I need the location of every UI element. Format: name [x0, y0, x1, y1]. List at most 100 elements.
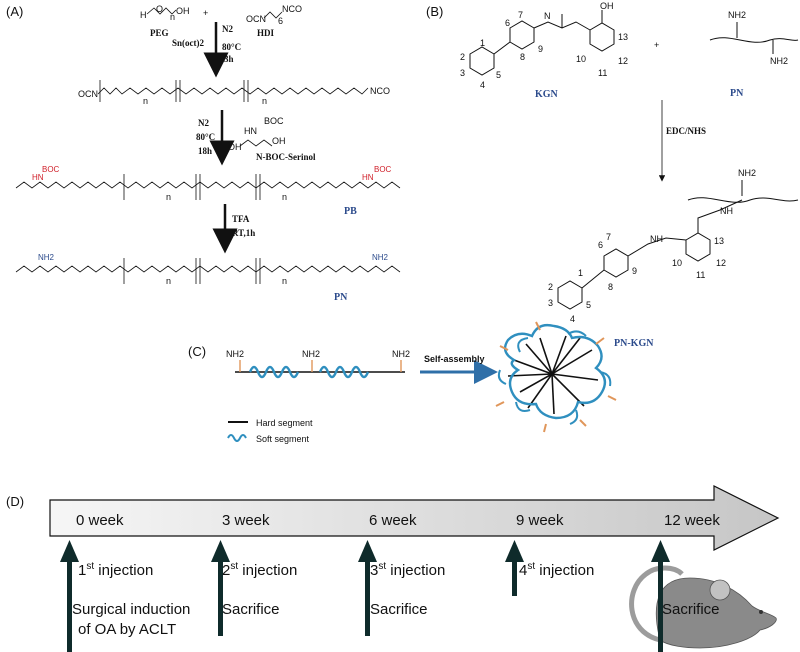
svg-text:HN: HN	[244, 126, 257, 136]
panel-label-b: (B)	[426, 4, 444, 19]
svg-text:OH: OH	[228, 142, 242, 152]
svg-text:8: 8	[608, 282, 613, 292]
svg-text:TFA: TFA	[232, 214, 250, 224]
svg-text:3h: 3h	[224, 54, 234, 64]
injection-label-4: 4st injection	[519, 561, 594, 579]
svg-text:80°C: 80°C	[222, 42, 241, 52]
legend-soft-label: Soft segment	[256, 434, 310, 444]
svg-text:Sn(oct)2: Sn(oct)2	[172, 38, 204, 48]
svg-text:NH2: NH2	[728, 10, 746, 20]
week-3-label: 3 week	[222, 512, 270, 529]
svg-text:1: 1	[578, 268, 583, 278]
panel-a-synthesis: H O OH n PEG + OCN NCO 6 HDI N2 Sn(oct)2…	[15, 4, 401, 303]
injection-label-3: 3st injection	[370, 561, 445, 579]
svg-text:13: 13	[714, 236, 724, 246]
pn-label-b: PN	[730, 88, 744, 99]
pn-kgn-structure: NH2 NH NH PN-KGN	[557, 168, 799, 349]
svg-text:1: 1	[480, 38, 485, 48]
panel-c-assembly: NH2 NH2 NH2 Self-assembly Hard segment S…	[226, 321, 617, 444]
svg-text:5: 5	[586, 300, 591, 310]
svg-text:4: 4	[570, 314, 575, 324]
svg-text:80°C: 80°C	[196, 132, 215, 142]
svg-text:NH2: NH2	[738, 168, 756, 178]
kgn-atom-numbers: 1 2 3 4 5 6 7 8 9 10 11 12 13	[460, 10, 628, 90]
svg-text:n: n	[282, 192, 287, 202]
soft-segment-2	[318, 365, 370, 379]
hdi-structure: OCN NCO 6 HDI	[246, 4, 302, 38]
h-atom: H	[140, 10, 147, 20]
svg-text:2: 2	[548, 282, 553, 292]
svg-text:NH2: NH2	[770, 56, 788, 66]
injection-label-1: 1st injection	[78, 561, 153, 579]
svg-text:NCO: NCO	[282, 4, 302, 14]
svg-text:NH2: NH2	[38, 253, 55, 262]
svg-text:n: n	[143, 96, 148, 106]
svg-text:5: 5	[496, 70, 501, 80]
svg-text:11: 11	[598, 68, 607, 78]
svg-text:NCO: NCO	[370, 86, 390, 96]
legend-hard-label: Hard segment	[256, 418, 313, 428]
svg-text:HN: HN	[362, 173, 374, 182]
prepolymer-structure: OCN NCO n n	[78, 80, 390, 106]
pn-kgn-label: PN-KGN	[614, 338, 654, 349]
svg-text:O: O	[156, 4, 163, 14]
svg-text:RT,1h: RT,1h	[232, 228, 255, 238]
svg-text:OH: OH	[600, 1, 614, 11]
svg-text:12: 12	[716, 258, 726, 268]
boc-serinol-structure: BOC HN OH OH N-BOC-Serinol	[228, 116, 316, 162]
svg-text:6: 6	[598, 240, 603, 250]
pb-structure: BOC HN BOC HN n n PB	[15, 165, 401, 217]
svg-text:n: n	[166, 192, 171, 202]
oh-group: OH	[176, 6, 190, 16]
svg-text:BOC: BOC	[264, 116, 284, 126]
peg-structure: H O OH n PEG	[140, 4, 190, 38]
panel-d-timeline: 0 week 3 week 6 week 9 week 12 week 1st …	[49, 485, 780, 652]
rat-icon	[629, 565, 777, 649]
self-assembly-label: Self-assembly	[424, 354, 485, 364]
svg-text:n: n	[262, 96, 267, 106]
svg-text:18h: 18h	[198, 146, 212, 156]
svg-text:3: 3	[460, 68, 465, 78]
svg-text:HN: HN	[32, 173, 44, 182]
svg-text:2: 2	[460, 52, 465, 62]
svg-text:n: n	[282, 276, 287, 286]
svg-text:NH2: NH2	[302, 349, 320, 359]
svg-text:NH: NH	[650, 234, 663, 244]
svg-text:3: 3	[548, 298, 553, 308]
svg-text:BOC: BOC	[374, 165, 392, 174]
week-0-label: 0 week	[76, 512, 124, 529]
svg-text:OCN: OCN	[246, 14, 266, 24]
pb-label: PB	[344, 206, 357, 217]
svg-text:9: 9	[632, 266, 637, 276]
event-sacrifice-12w: Sacrifice	[662, 601, 720, 618]
edc-nhs-label: EDC/NHS	[666, 126, 706, 136]
svg-text:11: 11	[696, 270, 705, 280]
svg-text:NH2: NH2	[392, 349, 410, 359]
hdi-label: HDI	[257, 28, 275, 38]
peg-label: PEG	[150, 28, 169, 38]
svg-text:8: 8	[520, 52, 525, 62]
panel-label-d: (D)	[6, 494, 25, 509]
svg-text:12: 12	[618, 56, 628, 66]
week-6-label: 6 week	[369, 512, 417, 529]
svg-text:OCN: OCN	[78, 89, 98, 99]
svg-text:4: 4	[480, 80, 485, 90]
week-12-label: 12 week	[664, 512, 720, 529]
svg-text:NH: NH	[720, 206, 733, 216]
svg-text:6: 6	[505, 18, 510, 28]
reagent-n-boc-serinol: N-BOC-Serinol	[256, 152, 316, 162]
injection-label-2: 2st injection	[222, 561, 297, 579]
plus-sign: +	[203, 8, 208, 18]
svg-text:13: 13	[618, 32, 628, 42]
svg-text:N: N	[544, 11, 551, 21]
svg-text:n: n	[170, 12, 175, 22]
svg-text:7: 7	[606, 232, 611, 242]
pn-structure: NH2 NH2 n n PN	[15, 253, 401, 303]
legend-soft-swatch	[227, 434, 247, 442]
week-9-label: 9 week	[516, 512, 564, 529]
svg-text:OH: OH	[272, 136, 286, 146]
event-sacrifice-3w: Sacrifice	[222, 601, 280, 618]
event-surgical-induction-line2: of OA by ACLT	[78, 621, 176, 638]
svg-text:9: 9	[538, 44, 543, 54]
